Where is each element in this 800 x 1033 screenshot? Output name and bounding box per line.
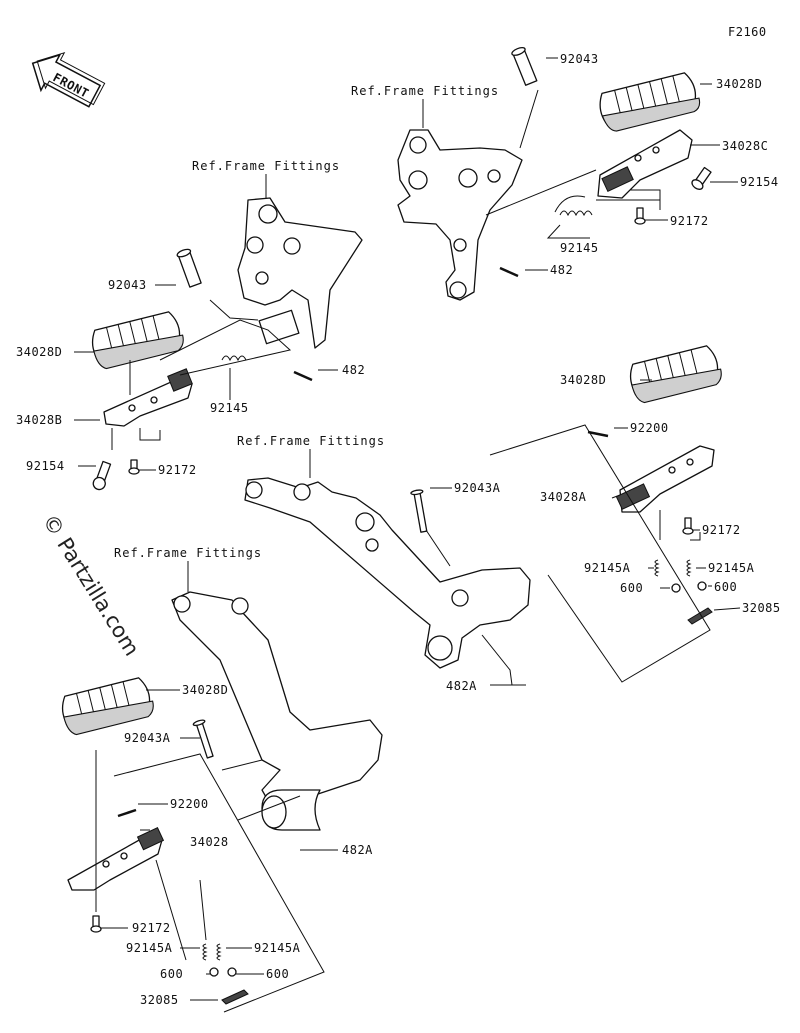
- part-label[interactable]: 92145: [210, 401, 249, 415]
- part-label[interactable]: 92043A: [454, 481, 501, 495]
- part-label[interactable]: 92043: [560, 52, 599, 66]
- part-label[interactable]: 92145A: [254, 941, 301, 955]
- assembly-bottom-left: [61, 591, 383, 1013]
- part-label[interactable]: 92145A: [708, 561, 755, 575]
- part-label[interactable]: 34028D: [182, 683, 228, 697]
- part-label[interactable]: 32085: [140, 993, 179, 1007]
- part-label[interactable]: 34028: [190, 835, 229, 849]
- ref-label-2: Ref.Frame Fittings: [192, 159, 340, 173]
- assembly-top-left: [74, 197, 363, 491]
- part-label[interactable]: 34028D: [560, 373, 606, 387]
- part-label[interactable]: 482A: [446, 679, 477, 693]
- part-label[interactable]: 34028D: [716, 77, 762, 91]
- part-label[interactable]: 92172: [158, 463, 197, 477]
- part-label[interactable]: 92200: [630, 421, 669, 435]
- part-label[interactable]: 92172: [670, 214, 709, 228]
- ref-label-1: Ref.Frame Fittings: [351, 84, 499, 98]
- part-label[interactable]: 92172: [132, 921, 171, 935]
- part-label[interactable]: 34028C: [722, 139, 768, 153]
- part-label[interactable]: 92043A: [124, 731, 171, 745]
- assembly-top-right: [397, 46, 738, 301]
- ref-label-4: Ref.Frame Fittings: [114, 546, 262, 560]
- part-label[interactable]: 92154: [26, 459, 65, 473]
- part-label[interactable]: 482A: [342, 843, 373, 857]
- part-label[interactable]: 92145: [560, 241, 599, 255]
- part-label[interactable]: 482: [342, 363, 365, 377]
- part-label[interactable]: 34028D: [16, 345, 62, 359]
- part-labels: 92043 34028D 34028C 92154 92172 92145 48…: [16, 52, 781, 1007]
- part-label[interactable]: 92200: [170, 797, 209, 811]
- part-label[interactable]: 34028B: [16, 413, 62, 427]
- part-label[interactable]: 92154: [740, 175, 779, 189]
- part-label[interactable]: 92145A: [584, 561, 631, 575]
- part-label[interactable]: 600: [714, 580, 737, 594]
- diagram-code: F2160: [728, 25, 767, 39]
- part-label[interactable]: 600: [620, 581, 643, 595]
- assembly-middle: [244, 477, 531, 686]
- front-arrow-icon: [31, 51, 106, 108]
- part-label[interactable]: 92043: [108, 278, 147, 292]
- assembly-right-footpeg: [489, 345, 741, 683]
- part-label[interactable]: 92172: [702, 523, 741, 537]
- part-label[interactable]: 600: [266, 967, 289, 981]
- part-label[interactable]: 32085: [742, 601, 781, 615]
- part-label[interactable]: 482: [550, 263, 573, 277]
- part-label[interactable]: 92145A: [126, 941, 173, 955]
- part-label[interactable]: 600: [160, 967, 183, 981]
- part-label[interactable]: 34028A: [540, 490, 587, 504]
- ref-label-3: Ref.Frame Fittings: [237, 434, 385, 448]
- watermark: © Partzilla.com: [38, 510, 144, 660]
